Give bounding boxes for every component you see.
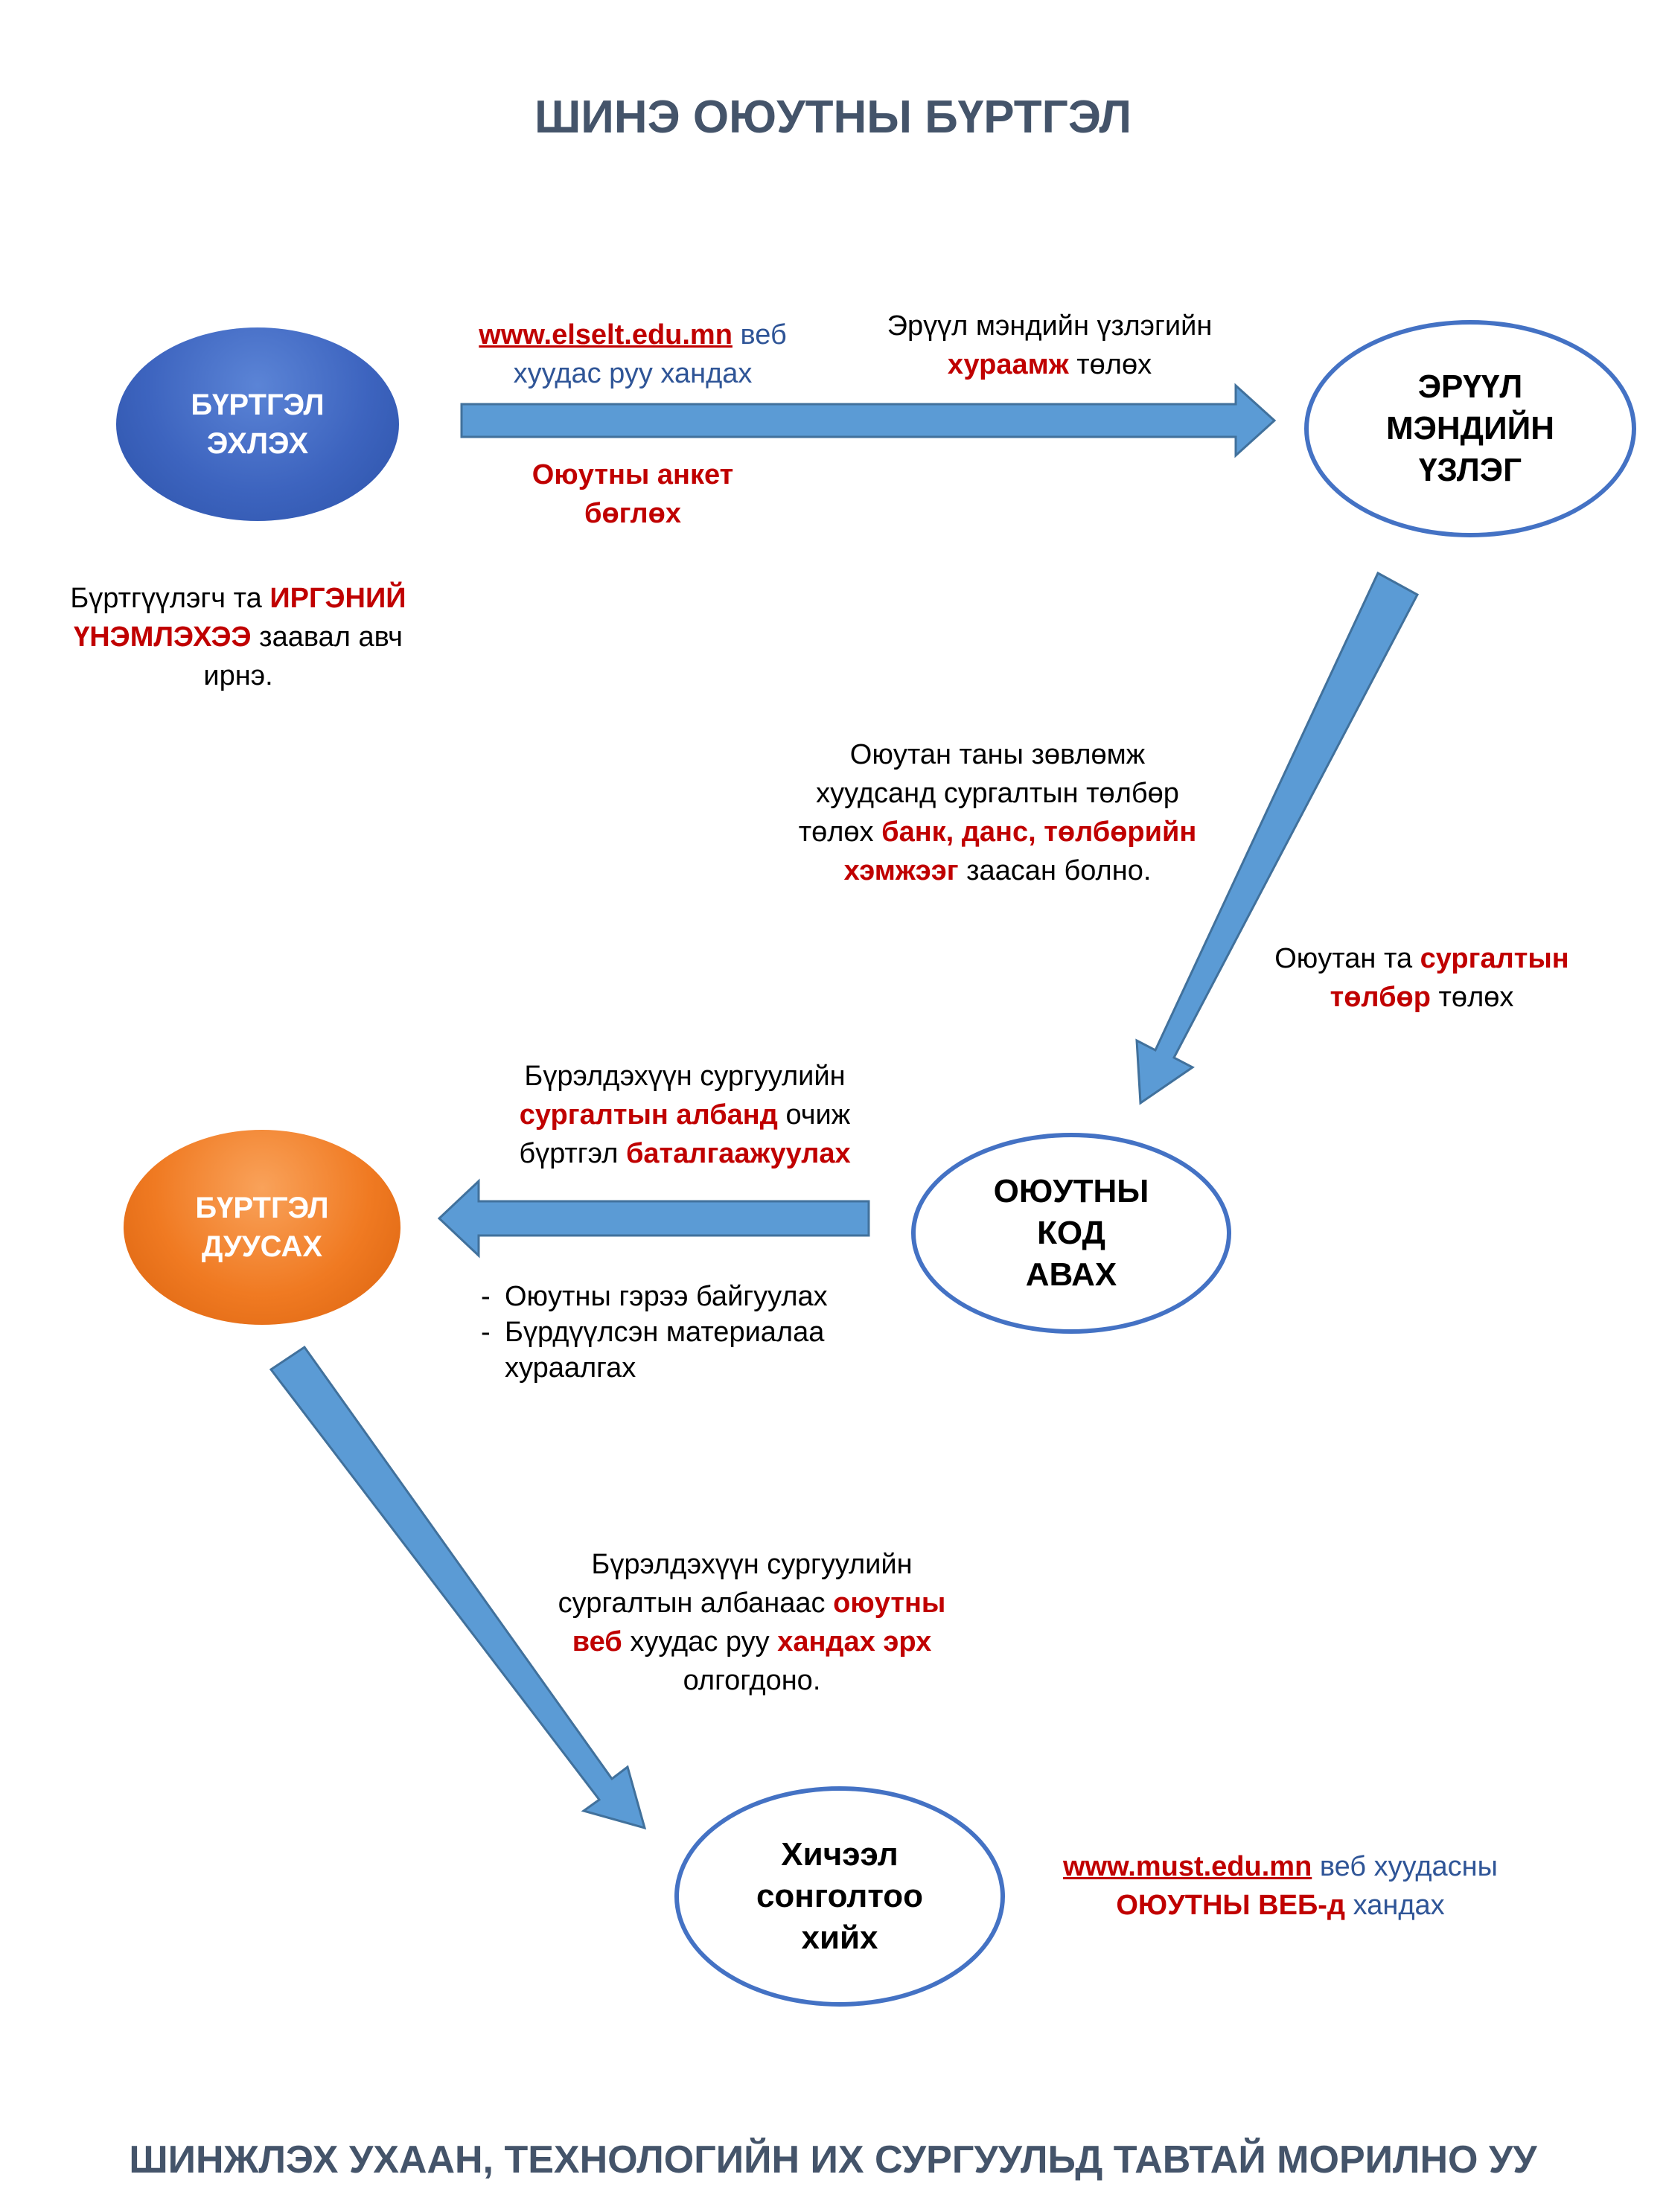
label-access-line1: Бүрэлдэхүүн сургуулийн <box>591 1549 913 1580</box>
label-form-line1: Оюутны анкет <box>532 459 734 490</box>
node-finish-line2: ДУУСАХ <box>201 1230 323 1263</box>
label-tuition-bold2: төлбөр <box>1330 982 1431 1013</box>
arrow-start-to-health <box>460 383 1277 458</box>
label-must-rest1: веб хуудасны <box>1312 1851 1498 1882</box>
node-start-line2: ЭХЛЭХ <box>206 427 309 460</box>
label-contract-list: Оюутны гэрээ байгуулах Бүрдүүлсэн матери… <box>481 1279 898 1386</box>
label-office-rest2: очиж <box>777 1099 851 1131</box>
label-access-pre2: сургалтын албанаас <box>558 1588 834 1619</box>
node-health-line2: МЭНДИЙН <box>1385 410 1555 447</box>
must-link[interactable]: www.must.edu.mn <box>1063 1851 1312 1882</box>
label-advice-sheet: Оюутан таны зөвлөмж хуудсанд сургалтын т… <box>759 735 1236 890</box>
node-courses-line2: сонголтоо <box>756 1878 924 1914</box>
label-must-website: www.must.edu.mn веб хуудасны ОЮУТНЫ ВЕБ-… <box>1027 1847 1533 1925</box>
label-id-line3: ирнэ. <box>203 660 273 691</box>
node-registration-finish: БҮРТГЭЛ ДУУСАХ <box>124 1130 400 1325</box>
node-courses-line3: хийх <box>801 1919 878 1956</box>
label-elselt-rest: веб <box>732 319 787 351</box>
label-access-bold2: оюутны <box>833 1588 946 1619</box>
node-health-line3: ҮЗЛЭГ <box>1418 452 1522 488</box>
footer-welcome: ШИНЖЛЭХ УХААН, ТЕХНОЛОГИЙН ИХ СУРГУУЛЬД … <box>129 2138 1537 2181</box>
label-tuition-pre: Оюутан та <box>1274 943 1420 974</box>
label-health-fee: Эрүүл мэндийн үзлэгийн хураамж төлөх <box>841 307 1258 384</box>
label-advice-line2: хуудсанд сургалтын төлбөр <box>816 778 1179 809</box>
label-bring-id: Бүртгүүлэгч та ИРГЭНИЙ ҮНЭМЛЭХЭЭ заавал … <box>30 579 447 695</box>
node-student-code: ОЮУТНЫ КОД АВАХ <box>911 1133 1231 1334</box>
label-access-line4: олгогдоно. <box>683 1665 821 1696</box>
page-title: ШИНЭ ОЮУТНЫ БҮРТГЭЛ <box>534 92 1132 143</box>
label-office-bold3: баталгаажуулах <box>625 1138 851 1169</box>
label-id-bold1: ИРГЭНИЙ <box>269 583 406 614</box>
label-advice-line1: Оюутан таны зөвлөмж <box>849 739 1146 770</box>
node-course-selection: Хичээл сонголтоо хийх <box>674 1786 1005 2007</box>
label-office-line1: Бүрэлдэхүүн сургуулийн <box>524 1061 846 1092</box>
label-web-access: Бүрэлдэхүүн сургуулийн сургалтын албанаа… <box>514 1545 990 1700</box>
label-office-bold2: сургалтын албанд <box>519 1099 778 1131</box>
label-elselt-website: www.elselt.edu.mn веб хуудас руу хандах <box>447 316 819 393</box>
node-health-line1: ЭРҮҮЛ <box>1417 368 1523 405</box>
node-registration-start: БҮРТГЭЛ ЭХЛЭХ <box>116 327 399 521</box>
node-health-check: ЭРҮҮЛ МЭНДИЙН ҮЗЛЭГ <box>1304 320 1636 537</box>
label-pay-tuition: Оюутан та сургалтын төлбөр төлөх <box>1221 939 1623 1017</box>
node-code-line3: АВАХ <box>1025 1256 1117 1293</box>
label-office-pre3: бүртгэл <box>519 1138 626 1169</box>
label-health-fee-bold: хураамж <box>947 349 1069 380</box>
label-fill-form: Оюутны анкет бөглөх <box>462 455 804 533</box>
label-access-bold3: веб <box>572 1626 622 1658</box>
label-tuition-rest: төлөх <box>1430 982 1514 1013</box>
label-elselt-line2: хуудас руу хандах <box>513 358 753 389</box>
label-training-office: Бүрэлдэхүүн сургуулийн сургалтын албанд … <box>476 1057 893 1173</box>
label-must-rest2: хандах <box>1345 1890 1445 1921</box>
label-form-line2: бөглөх <box>584 498 682 529</box>
node-start-line1: БҮРТГЭЛ <box>191 389 325 421</box>
label-must-bold2: ОЮУТНЫ ВЕБ-д <box>1116 1890 1346 1921</box>
label-health-fee-rest: төлөх <box>1068 349 1152 380</box>
label-id-rest: заавал авч <box>251 621 403 653</box>
node-code-line2: КОД <box>1037 1215 1105 1251</box>
node-code-line1: ОЮУТНЫ <box>993 1173 1149 1209</box>
label-health-fee-line1: Эрүүл мэндийн үзлэгийн <box>887 310 1213 342</box>
elselt-link[interactable]: www.elselt.edu.mn <box>479 319 733 351</box>
label-advice-bold4: хэмжээг <box>843 855 959 886</box>
label-id-pre: Бүртгүүлэгч та <box>70 583 270 614</box>
list-item: Оюутны гэрээ байгуулах <box>481 1279 898 1314</box>
list-item: Бүрдүүлсэн материалаа хураалгах <box>481 1314 898 1386</box>
arrow-health-to-code <box>1135 571 1420 1105</box>
label-advice-pre3: төлөх <box>798 816 882 848</box>
arrow-code-to-finish <box>437 1178 870 1259</box>
arrow-finish-to-courses <box>269 1345 647 1830</box>
label-id-bold2: ҮНЭМЛЭХЭЭ <box>74 621 252 653</box>
label-tuition-bold1: сургалтын <box>1420 943 1569 974</box>
node-courses-line1: Хичээл <box>781 1836 899 1873</box>
label-advice-bold3: банк, данс, төлбөрийн <box>881 816 1197 848</box>
node-finish-line1: БҮРТГЭЛ <box>195 1192 329 1224</box>
label-access-bold3b: хандах эрх <box>777 1626 932 1658</box>
label-access-mid3: хуудас руу <box>622 1626 778 1658</box>
label-advice-rest4: заасан болно. <box>958 855 1152 886</box>
